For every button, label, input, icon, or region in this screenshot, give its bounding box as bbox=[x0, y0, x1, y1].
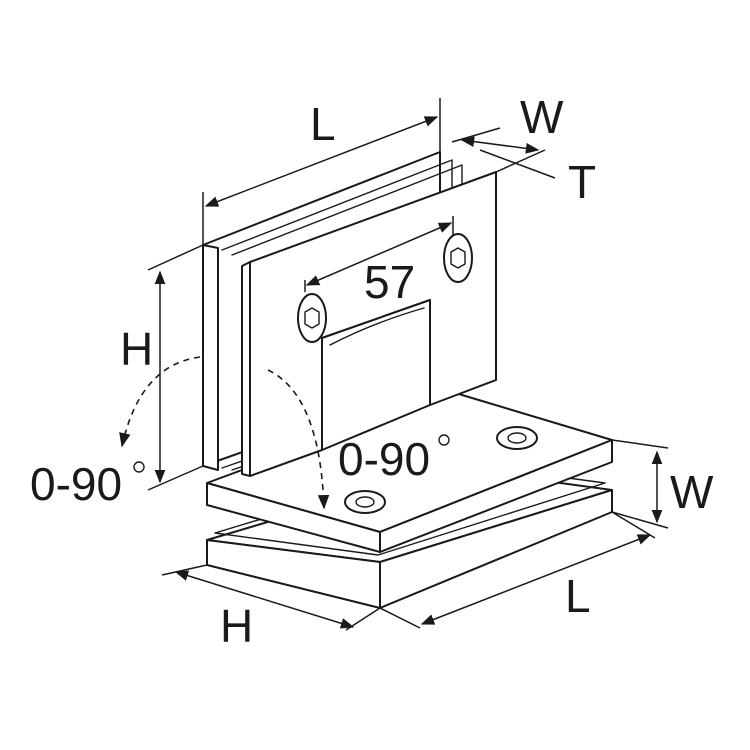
dimension-bottom-height: H bbox=[161, 564, 381, 652]
label-thickness: T bbox=[568, 156, 596, 208]
dimension-right-width: W bbox=[611, 439, 714, 529]
bottom-upper-plate-side bbox=[379, 439, 613, 553]
front-screw-left bbox=[297, 293, 327, 343]
dimension-left-height: H bbox=[120, 244, 204, 491]
label-center-angle: 0-90 bbox=[338, 433, 430, 485]
front-plate-edge bbox=[241, 261, 251, 477]
dimension-top-width: W T bbox=[451, 91, 596, 208]
label-bottom-length: L bbox=[565, 570, 591, 622]
back-plate-edge bbox=[202, 244, 219, 471]
dimension-top-length: L bbox=[202, 98, 441, 245]
rotation-left: 0-90 bbox=[30, 356, 201, 510]
hinge-knuckle-curve bbox=[329, 307, 425, 346]
label-bottom-height: H bbox=[220, 600, 253, 652]
dimension-hole-spacing: 57 bbox=[304, 216, 454, 308]
label-hole-spacing: 57 bbox=[364, 256, 415, 308]
degree-mark-left bbox=[133, 461, 145, 473]
label-left-angle: 0-90 bbox=[30, 458, 122, 510]
hinge-knuckle bbox=[321, 299, 431, 451]
dimension-bottom-length: L bbox=[379, 511, 656, 629]
label-top-width: W bbox=[520, 91, 564, 143]
rotation-center: 0-90 bbox=[267, 369, 450, 510]
label-top-length: L bbox=[310, 98, 336, 150]
bottom-screw-left bbox=[344, 490, 386, 514]
degree-mark-center bbox=[438, 434, 450, 446]
bottom-screw-right bbox=[496, 426, 538, 450]
label-right-width: W bbox=[670, 466, 714, 518]
label-left-height: H bbox=[120, 323, 153, 375]
